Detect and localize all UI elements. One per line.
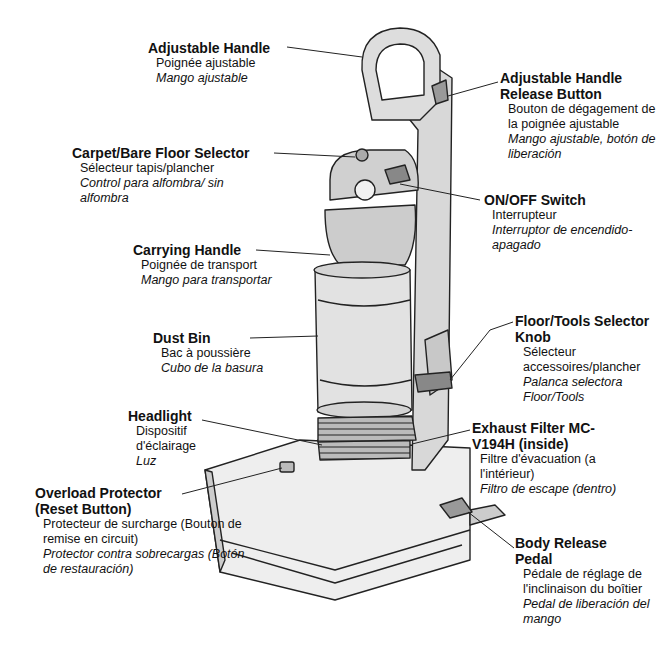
handle-release-button-callout: Adjustable Handle Release ButtonBouton d… xyxy=(500,70,668,162)
overload-protector-callout: Overload Protector (Reset Button)Protect… xyxy=(35,485,248,577)
part-name-fr: Bac à poussière xyxy=(161,346,263,361)
part-name-fr: Bouton de dégagement de la poignée ajust… xyxy=(508,102,668,132)
floor-selector-callout: Carpet/Bare Floor SelectorSélecteur tapi… xyxy=(72,145,249,206)
part-name-en: Dust Bin xyxy=(153,330,263,346)
part-name-en: Headlight xyxy=(128,408,226,424)
part-name-es: Control para alfombra/ sin alfombra xyxy=(80,176,230,206)
part-name-en: Adjustable Handle xyxy=(148,40,270,56)
part-name-es: Mango ajustable xyxy=(156,71,270,86)
part-name-fr: Poignée ajustable xyxy=(156,56,270,71)
exhaust-filter-callout: Exhaust Filter MC-V194H (inside)Filtre d… xyxy=(472,420,622,497)
carrying-handle-callout: Carrying HandlePoignée de transportMango… xyxy=(133,242,272,288)
part-name-es: Pedal de liberación del mango xyxy=(523,597,668,627)
part-name-en: Carrying Handle xyxy=(133,242,272,258)
part-name-en: Overload Protector (Reset Button) xyxy=(35,485,195,517)
part-name-es: Mango para transportar xyxy=(141,273,272,288)
part-name-fr: Filtre d'évacuation (a l'intérieur) xyxy=(480,452,620,482)
part-name-en: Carpet/Bare Floor Selector xyxy=(72,145,249,161)
floor-tools-knob-callout: Floor/Tools Selector KnobSélecteur acces… xyxy=(515,313,668,405)
part-name-fr: Poignée de transport xyxy=(141,258,272,273)
headlight-callout: HeadlightDispositif d'éclairageLuz xyxy=(128,408,226,469)
part-name-fr: Sélecteur accessoires/plancher xyxy=(523,345,668,375)
part-name-es: Cubo de la basura xyxy=(161,361,263,376)
part-name-es: Luz xyxy=(136,454,226,469)
part-name-fr: Dispositif d'éclairage xyxy=(136,424,226,454)
part-name-es: Protector contra sobrecargas (Botón de r… xyxy=(43,547,248,577)
body-release-pedal-callout: Body Release PedalPédale de réglage de l… xyxy=(515,535,668,627)
part-name-fr: Sélecteur tapis/plancher xyxy=(80,161,230,176)
adjustable-handle-callout: Adjustable HandlePoignée ajustableMango … xyxy=(148,40,270,86)
part-name-en: Floor/Tools Selector Knob xyxy=(515,313,650,345)
part-name-en: ON/OFF Switch xyxy=(484,192,642,208)
part-name-fr: Protecteur de surcharge (Bouton de remis… xyxy=(43,517,248,547)
part-name-es: Mango ajustable, botón de liberación xyxy=(508,132,668,162)
part-name-es: Palanca selectora Floor/Tools xyxy=(523,375,668,405)
part-name-es: Interruptor de encendido-apagado xyxy=(492,223,642,253)
part-name-es: Filtro de escape (dentro) xyxy=(480,482,620,497)
part-name-en: Adjustable Handle Release Button xyxy=(500,70,650,102)
part-name-fr: Pédale de réglage de l'inclinaison du bo… xyxy=(523,567,668,597)
part-name-en: Exhaust Filter MC-V194H (inside) xyxy=(472,420,622,452)
dust-bin-callout: Dust BinBac à poussièreCubo de la basura xyxy=(153,330,263,376)
on-off-switch-callout: ON/OFF SwitchInterrupteurInterruptor de … xyxy=(484,192,642,253)
part-name-fr: Interrupteur xyxy=(492,208,642,223)
part-name-en: Body Release Pedal xyxy=(515,535,645,567)
